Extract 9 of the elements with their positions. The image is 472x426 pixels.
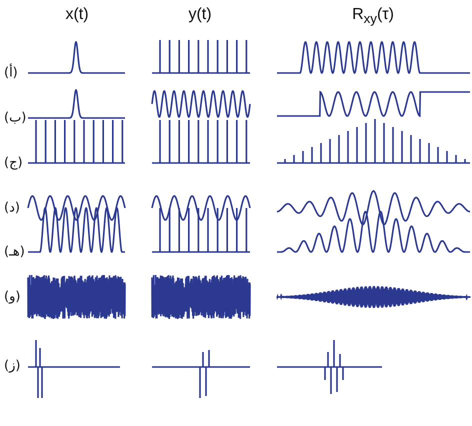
row-label: (ز) bbox=[4, 360, 20, 372]
row-label: (ج) bbox=[4, 156, 23, 170]
column-heading: R$_{xy}$(τ) bbox=[352, 7, 394, 26]
column-heading: y(t) bbox=[188, 7, 212, 23]
row-label: (هـ) bbox=[4, 246, 25, 258]
row-label: (د) bbox=[4, 202, 20, 214]
column-heading: x(t) bbox=[65, 7, 89, 23]
row-label: (و) bbox=[4, 290, 20, 304]
row-label: (ب) bbox=[4, 112, 26, 124]
